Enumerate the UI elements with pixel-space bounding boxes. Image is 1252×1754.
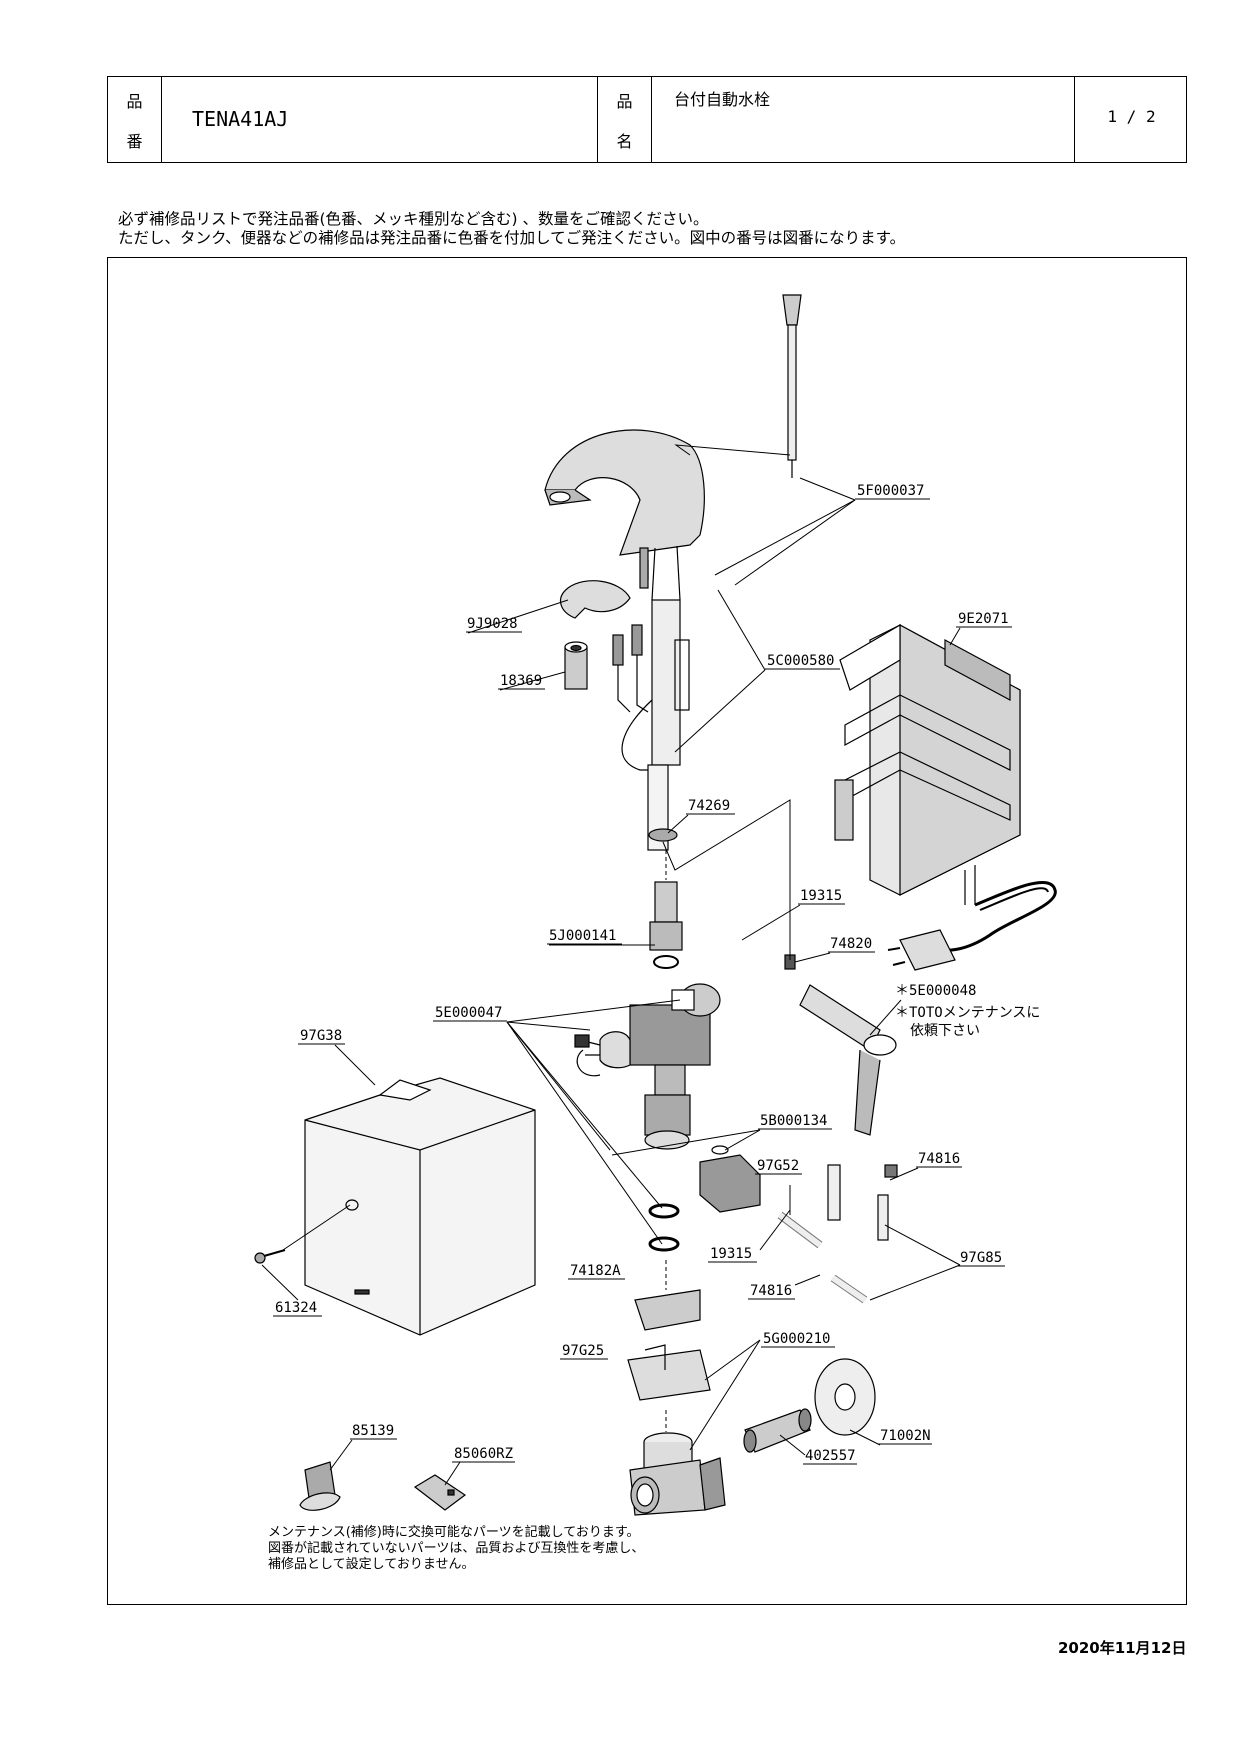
page-cell: 1 / 2 [1075, 77, 1188, 162]
diagram-frame [107, 257, 1187, 1605]
label-5B000134: 5B000134 [760, 1113, 827, 1129]
faucet-spout-part [544, 429, 705, 601]
valve-key-part [299, 1461, 341, 1511]
footnote-line-1: メンテナンス(補修)時に交換可能なパーツを記載しております。 [268, 1524, 640, 1540]
label-5E000048: ＊5E000048 [895, 983, 976, 999]
label-97G25: 97G25 [562, 1343, 604, 1359]
clamp-parts [627, 1289, 711, 1401]
product-name-label-cell: 品 名 [598, 77, 652, 162]
seal-rings-part [648, 1203, 680, 1252]
product-name-label-1: 品 [616, 92, 633, 111]
label-74820: 74820 [830, 936, 872, 952]
leader-lines [261, 444, 961, 1486]
toto-note-1: ＊TOTOメンテナンスに [895, 1005, 1040, 1021]
label-74816b: 74816 [750, 1283, 792, 1299]
label-97G85: 97G85 [960, 1250, 1002, 1266]
product-name: 台付自動水栓 [674, 90, 771, 109]
footnote-line-2: 図番が記載されていないパーツは、品質および互換性を考慮し、 [268, 1540, 644, 1556]
product-name-cell: 台付自動水栓 [652, 77, 1075, 162]
label-74182A: 74182A [570, 1263, 621, 1279]
nipple-part [743, 1408, 812, 1453]
part-labels: 5F000037 9J9028 18369 5C000580 9E2071 74… [275, 483, 1040, 1464]
nut-part [564, 641, 588, 690]
gasket-part [559, 580, 631, 619]
product-no-label-cell: 品 番 [108, 77, 162, 162]
notice-line-2: ただし、タンク、便器などの補修品は発注品番に色番を付加してご発注ください。図中の… [118, 229, 906, 247]
product-no: TENA41AJ [192, 107, 289, 131]
solenoid-part [699, 1145, 761, 1213]
cover-box-part [304, 1077, 536, 1336]
toto-note-2: 依頼下さい [910, 1023, 980, 1039]
escutcheon-part [814, 1358, 876, 1436]
tee-fitting-part [629, 1432, 726, 1516]
label-19315b: 19315 [710, 1246, 752, 1262]
screw-part [254, 1249, 286, 1264]
sensor-rod-part [782, 294, 802, 478]
label-9J9028: 9J9028 [467, 616, 518, 632]
label-61324: 61324 [275, 1300, 317, 1316]
label-19315a: 19315 [800, 888, 842, 904]
label-85060RZ: 85060RZ [454, 1446, 513, 1462]
key-tag-part [413, 1474, 467, 1511]
product-no-label-2: 番 [126, 132, 143, 151]
label-5G000210: 5G000210 [763, 1331, 830, 1347]
product-name-label-2: 名 [616, 132, 633, 151]
label-18369: 18369 [500, 673, 542, 689]
sensor-cable-part [784, 954, 898, 1178]
label-5F000037: 5F000037 [857, 483, 924, 499]
label-97G38: 97G38 [300, 1028, 342, 1044]
product-no-label-1: 品 [126, 92, 143, 111]
product-no-cell: TENA41AJ [162, 77, 598, 162]
label-5E000047: 5E000047 [435, 1005, 502, 1021]
valve-assembly-part [574, 881, 721, 1150]
label-85139: 85139 [352, 1423, 394, 1439]
supply-hoses-part [612, 599, 690, 851]
label-5C000580: 5C000580 [767, 653, 834, 669]
label-74269: 74269 [688, 798, 730, 814]
label-9E2071: 9E2071 [958, 611, 1009, 627]
notice-line-1: 必ず補修品リストで発注品番(色番、メッキ種別など含む) 、数量をご確認ください。 [118, 210, 709, 228]
footnote-line-3: 補修品として設定しておりません。 [268, 1556, 474, 1572]
tube-parts [777, 1164, 889, 1304]
page-number: 1 / 2 [1107, 107, 1156, 126]
label-underlines [273, 498, 1012, 1465]
label-402557: 402557 [805, 1448, 856, 1464]
clip-part [648, 828, 678, 842]
label-74816a: 74816 [918, 1151, 960, 1167]
power-cord-part [887, 880, 1057, 971]
control-box-part [834, 623, 1021, 905]
label-5J000141: 5J000141 [549, 928, 616, 944]
label-71002N: 71002N [880, 1428, 931, 1444]
label-97G52: 97G52 [757, 1158, 799, 1174]
issue-date: 2020年11月12日 [1058, 1639, 1187, 1657]
footnote: メンテナンス(補修)時に交換可能なパーツを記載しております。 図番が記載されてい… [268, 1524, 644, 1572]
title-block: 品 番 TENA41AJ 品 名 台付自動水栓 1 / 2 [107, 76, 1187, 163]
